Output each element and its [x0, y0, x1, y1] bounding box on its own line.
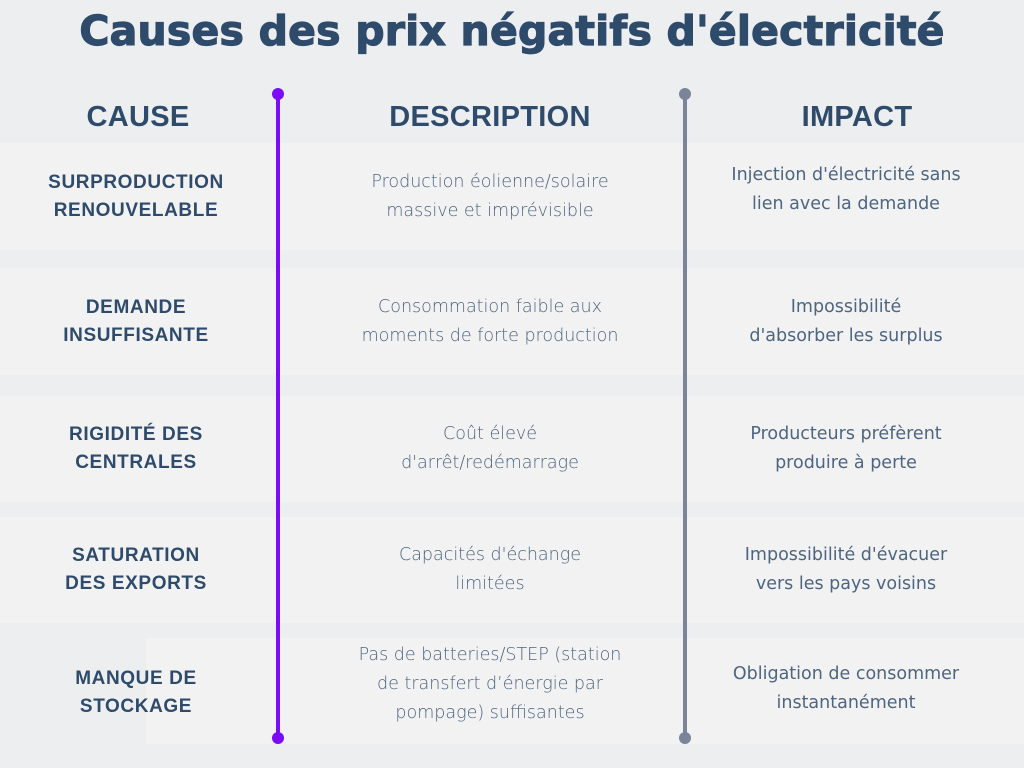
divider-line-left	[276, 94, 280, 738]
page-title: Causes des prix négatifs d'électricité	[79, 6, 945, 55]
impact-text: Injection d'électricité sans lien avec l…	[731, 164, 961, 214]
divider-dot-top-right	[679, 88, 691, 100]
cause-cell	[0, 624, 146, 744]
description-text: Production éolienne/solaire massive et i…	[371, 171, 609, 221]
impact-cell: Impossibilité d'absorber les surplus	[696, 268, 996, 375]
column-header-impact: IMPACT	[801, 101, 913, 133]
description-cell: Production éolienne/solaire massive et i…	[300, 143, 680, 250]
cause-text: SATURATION DES EXPORTS	[65, 545, 207, 594]
divider-line-right	[683, 94, 687, 738]
cause-text: SURPRODUCTION RENOUVELABLE	[48, 171, 224, 221]
cause-text: RIGIDITÉ DES CENTRALES	[69, 424, 203, 473]
cause-text: DEMANDE INSUFFISANTE	[63, 296, 209, 346]
cause-cell: MANQUE DE STOCKAGE	[0, 638, 272, 744]
table-row: SATURATION DES EXPORTS Capacités d'échan…	[0, 517, 1024, 623]
impact-text: Impossibilité d'absorber les surplus	[749, 296, 943, 346]
impact-text: Producteurs préfèrent produire à perte	[750, 424, 942, 473]
table-row: SURPRODUCTION RENOUVELABLE Production éo…	[0, 143, 1024, 250]
description-text: Capacités d'échange limitées	[398, 545, 582, 594]
column-header-cause: CAUSE	[86, 101, 190, 133]
table-row: RIGIDITÉ DES CENTRALES Coût élevé d'arrê…	[0, 396, 1024, 502]
column-header-description: DESCRIPTION	[389, 101, 591, 133]
description-cell: Consommation faible aux moments de forte…	[300, 268, 680, 375]
impact-cell: Producteurs préfèrent produire à perte	[696, 396, 996, 502]
divider-dot-top-left	[272, 88, 284, 100]
impact-text: Impossibilité d'évacuer vers les pays vo…	[744, 545, 948, 594]
cause-cell: SATURATION DES EXPORTS	[0, 517, 272, 623]
cause-cell: DEMANDE INSUFFISANTE	[0, 268, 272, 375]
description-cell: Pas de batteries/STEP (station de transf…	[300, 624, 680, 744]
description-text: Consommation faible aux moments de forte…	[361, 296, 619, 346]
description-text: Coût élevé d'arrêt/redémarrage	[401, 424, 579, 473]
impact-text: Obligation de consommer instantanément	[732, 664, 960, 713]
impact-cell: Impossibilité d'évacuer vers les pays vo…	[696, 517, 996, 623]
description-text: Pas de batteries/STEP (station de transf…	[358, 644, 622, 723]
impact-cell: Injection d'électricité sans lien avec l…	[696, 143, 996, 250]
cause-text: MANQUE DE STOCKAGE	[75, 668, 197, 717]
table-row: MANQUE DE STOCKAGE Pas de batteries/STEP…	[0, 624, 1024, 744]
cause-cell: RIGIDITÉ DES CENTRALES	[0, 396, 272, 502]
impact-cell: Obligation de consommer instantanément	[696, 638, 996, 744]
divider-dot-bottom-right	[679, 732, 691, 744]
description-cell: Capacités d'échange limitées	[300, 517, 680, 623]
divider-dot-bottom-left	[272, 732, 284, 744]
table-row: DEMANDE INSUFFISANTE Consommation faible…	[0, 268, 1024, 375]
description-cell: Coût élevé d'arrêt/redémarrage	[300, 396, 680, 502]
cause-cell: SURPRODUCTION RENOUVELABLE	[0, 143, 272, 250]
